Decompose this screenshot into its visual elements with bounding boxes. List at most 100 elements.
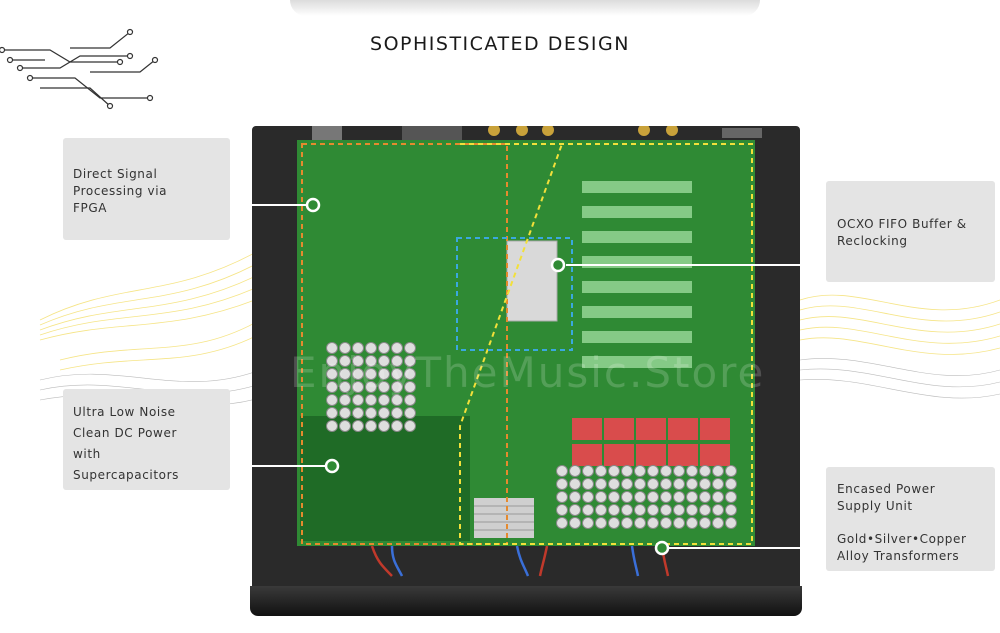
capacitor xyxy=(352,381,364,393)
callout-psu: Encased Power Supply Unit Gold•Silver•Co… xyxy=(826,467,995,571)
capacitor xyxy=(326,355,338,367)
capacitor xyxy=(673,491,685,503)
callout-power-line: Supercapacitors xyxy=(73,468,179,482)
capacitor xyxy=(595,504,607,516)
capacitor xyxy=(660,465,672,477)
capacitor xyxy=(699,491,711,503)
capacitor xyxy=(339,420,351,432)
capacitor xyxy=(595,465,607,477)
capacitor xyxy=(712,465,724,477)
capacitor xyxy=(660,478,672,490)
capacitor xyxy=(569,517,581,529)
capacitor xyxy=(569,504,581,516)
capacitor xyxy=(647,517,659,529)
capacitor xyxy=(699,465,711,477)
capacitor xyxy=(621,465,633,477)
capacitor xyxy=(582,478,594,490)
capacitor xyxy=(608,517,620,529)
capacitor xyxy=(326,342,338,354)
capacitor xyxy=(391,407,403,419)
capacitor xyxy=(352,355,364,367)
capacitor xyxy=(339,342,351,354)
capacitor xyxy=(352,368,364,380)
capacitor xyxy=(339,368,351,380)
capacitor xyxy=(660,491,672,503)
callout-dot-icon xyxy=(305,197,321,213)
capacitor xyxy=(712,517,724,529)
callout-power-line: with xyxy=(73,447,101,461)
callout-dot-icon xyxy=(550,257,566,273)
capacitor xyxy=(699,517,711,529)
capacitor xyxy=(608,478,620,490)
capacitor xyxy=(686,478,698,490)
capacitor xyxy=(556,491,568,503)
capacitor xyxy=(378,355,390,367)
capacitor xyxy=(352,420,364,432)
capacitor xyxy=(352,394,364,406)
capacitor xyxy=(608,465,620,477)
capacitor xyxy=(686,491,698,503)
capacitor xyxy=(582,491,594,503)
capacitor xyxy=(365,342,377,354)
capacitor xyxy=(378,381,390,393)
capacitor xyxy=(647,504,659,516)
supercapacitor-bank xyxy=(326,342,416,432)
callout-psu-line: Supply Unit xyxy=(837,499,913,513)
capacitor xyxy=(404,394,416,406)
capacitor xyxy=(352,407,364,419)
callout-power-line: Ultra Low Noise xyxy=(73,405,176,419)
capacitor xyxy=(378,407,390,419)
capacitor xyxy=(556,504,568,516)
callout-power-line: Clean DC Power xyxy=(73,426,177,440)
capacitor xyxy=(712,504,724,516)
capacitor xyxy=(621,517,633,529)
capacitor xyxy=(391,394,403,406)
capacitor xyxy=(595,491,607,503)
capacitor xyxy=(660,504,672,516)
top-shadow-decoration xyxy=(290,0,760,16)
capacitor xyxy=(660,517,672,529)
capacitor xyxy=(569,465,581,477)
capacitor xyxy=(621,478,633,490)
capacitor xyxy=(621,504,633,516)
capacitor xyxy=(365,355,377,367)
capacitor xyxy=(365,420,377,432)
callout-ocxo: OCXO FIFO Buffer & Reclocking xyxy=(826,181,995,282)
callout-psu-line: Encased Power xyxy=(837,482,936,496)
capacitor xyxy=(326,368,338,380)
capacitor xyxy=(634,504,646,516)
capacitor xyxy=(647,478,659,490)
capacitor xyxy=(725,517,737,529)
capacitor xyxy=(634,478,646,490)
capacitor xyxy=(556,465,568,477)
capacitor xyxy=(339,355,351,367)
capacitor xyxy=(378,394,390,406)
capacitor xyxy=(391,368,403,380)
capacitor xyxy=(378,342,390,354)
capacitor xyxy=(725,465,737,477)
callout-fpga-line: Processing via xyxy=(73,184,168,198)
capacitor xyxy=(365,381,377,393)
capacitor xyxy=(378,420,390,432)
capacitor xyxy=(326,420,338,432)
capacitor xyxy=(326,381,338,393)
capacitor xyxy=(686,504,698,516)
capacitor xyxy=(391,420,403,432)
capacitor xyxy=(365,407,377,419)
capacitor xyxy=(569,478,581,490)
capacitor xyxy=(391,355,403,367)
capacitor xyxy=(391,342,403,354)
capacitor xyxy=(725,478,737,490)
capacitor xyxy=(608,491,620,503)
callout-fpga-line: Direct Signal xyxy=(73,167,158,181)
capacitor xyxy=(339,394,351,406)
dac-circuit-board xyxy=(297,126,762,577)
capacitor xyxy=(634,465,646,477)
capacitor xyxy=(582,465,594,477)
capacitor xyxy=(404,355,416,367)
capacitor xyxy=(595,517,607,529)
capacitor xyxy=(365,394,377,406)
capacitor xyxy=(725,491,737,503)
capacitor xyxy=(608,504,620,516)
